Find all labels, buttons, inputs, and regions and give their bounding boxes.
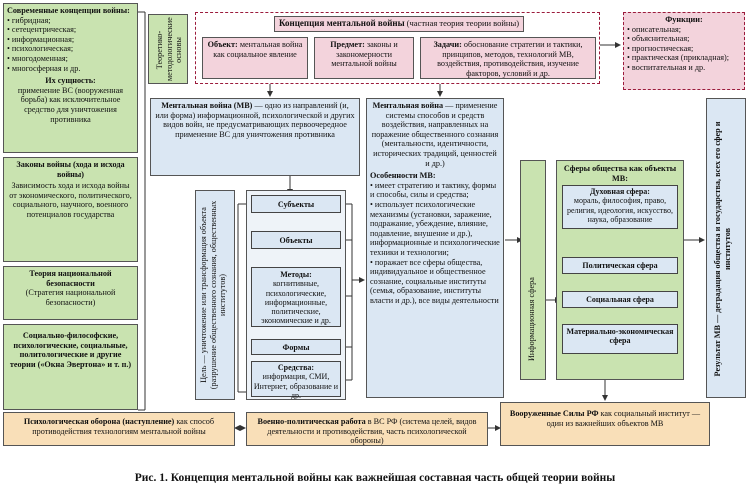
military-work-title: Военно-политическая работа bbox=[257, 417, 366, 426]
mv-definition-text: — одно из направлений (и, или форма) инф… bbox=[155, 101, 355, 139]
methods-box: Методы: когнитивные, психологические, ин… bbox=[251, 267, 341, 327]
laws-box: Законы войны (хода и исхода войны) Завис… bbox=[3, 157, 138, 262]
functions-box: Функции: описательная; объяснительная; п… bbox=[623, 12, 745, 90]
essence-text: применение ВС (вооруженная борьба) как и… bbox=[17, 85, 124, 124]
subject-text: законы и закономерности ментальной войны bbox=[331, 40, 398, 69]
mv-definition-title: Ментальная война (МВ) bbox=[161, 101, 253, 110]
objects-box: Объекты bbox=[251, 231, 341, 249]
concept-title: Концепция ментальной войны bbox=[278, 18, 405, 28]
mv-definition-box: Ментальная война (МВ) — одно из направле… bbox=[150, 98, 360, 176]
list-item: психологическая; bbox=[7, 44, 134, 54]
spiritual-sphere-box: Духовная сфера: мораль, философия, право… bbox=[562, 185, 678, 229]
essence-title: Их сущность: bbox=[45, 76, 96, 86]
means-text: информация, СМИ, Интернет, образование и… bbox=[253, 372, 339, 400]
tasks-label: Задачи: bbox=[433, 40, 462, 49]
object-text: ментальная война как социальное явление bbox=[213, 40, 303, 59]
armed-forces-box: Вооруженные Силы РФ как социальный инсти… bbox=[500, 402, 710, 446]
figure-caption: Рис. 1. Концепция ментальной войны как в… bbox=[134, 472, 616, 484]
laws-text: Зависимость хода и исхода войны от эконо… bbox=[9, 181, 132, 219]
methods-text: когнитивные, психологические, информацио… bbox=[261, 279, 331, 326]
functions-title: Функции: bbox=[665, 15, 703, 24]
features-list: имеет стратегию и тактику, формы и спосо… bbox=[370, 181, 500, 306]
concept-object-box: Объект: ментальная война как социальное … bbox=[202, 37, 308, 79]
spiritual-text: мораль, философия, право, религия, идеол… bbox=[566, 196, 674, 224]
mv-center-title: Ментальная война bbox=[372, 101, 444, 110]
security-box: Теория национальной безопасности (Страте… bbox=[3, 266, 138, 320]
spiritual-title: Духовная сфера: bbox=[590, 187, 650, 196]
political-sphere-box: Политическая сфера bbox=[562, 257, 678, 274]
list-item: гибридная; bbox=[7, 16, 134, 26]
forms-box: Формы bbox=[251, 339, 341, 355]
list-item: воспитательная и др. bbox=[627, 63, 741, 73]
psych-defense-title: Психологическая оборона (наступление) bbox=[23, 417, 175, 426]
tasks-text: обоснование стратегии и тактики, принцип… bbox=[437, 40, 583, 78]
concept-title-box: Концепция ментальной войны (частная теор… bbox=[274, 16, 524, 32]
means-box: Средства: информация, СМИ, Интернет, обр… bbox=[251, 361, 341, 400]
security-text: (Стратегия национальной безопасности) bbox=[25, 288, 116, 307]
psych-defense-text: как способ противодействия технологиям м… bbox=[32, 417, 215, 436]
subject-label: Предмет: bbox=[330, 40, 365, 49]
list-item: имеет стратегию и тактику, формы и спосо… bbox=[370, 181, 500, 200]
list-item: объяснительная; bbox=[627, 34, 741, 44]
concept-subtitle: (частная теория теории войны) bbox=[406, 18, 520, 28]
theory-basis-text: Теоретико-методологические основы bbox=[155, 17, 184, 81]
social-theories-text: Социально-философские, психологические, … bbox=[9, 331, 132, 369]
list-item: многодоменная; bbox=[7, 54, 134, 64]
concept-subject-box: Предмет: законы и закономерности менталь… bbox=[314, 37, 414, 79]
result-box: Результат МВ — деградация общества и гос… bbox=[706, 98, 746, 398]
military-work-text: в ВС РФ (система целей, видов деятельнос… bbox=[267, 417, 477, 446]
functions-list: описательная; объяснительная; прогностич… bbox=[627, 25, 741, 73]
goal-text: Цель — уничтожение или трансформация объ… bbox=[199, 200, 228, 390]
info-sphere-text: Информационная сфера bbox=[527, 277, 536, 361]
methods-title: Методы: bbox=[280, 270, 312, 279]
military-work-box: Военно-политическая работа в ВС РФ (сист… bbox=[246, 412, 488, 446]
means-title: Средства: bbox=[277, 363, 315, 372]
modern-concepts-list: гибридная; сетецентрическая; информацион… bbox=[7, 16, 134, 74]
list-item: поражает все сферы общества, индивидуаль… bbox=[370, 258, 500, 306]
list-item: использует психологические механизмы (ус… bbox=[370, 200, 500, 258]
list-item: описательная; bbox=[627, 25, 741, 35]
list-item: сетецентрическая; bbox=[7, 25, 134, 35]
social-sphere-box: Социальная сфера bbox=[562, 291, 678, 308]
goal-box: Цель — уничтожение или трансформация объ… bbox=[195, 190, 235, 400]
laws-title: Законы войны (хода и исхода войны) bbox=[16, 160, 125, 179]
info-sphere-box: Информационная сфера bbox=[520, 160, 546, 380]
mv-center-text: — применение системы способов и средств … bbox=[371, 101, 499, 168]
list-item: практическая (прикладная); bbox=[627, 53, 741, 63]
list-item: прогностическая; bbox=[627, 44, 741, 54]
theory-basis-box: Теоретико-методологические основы bbox=[148, 14, 188, 84]
psych-defense-box: Психологическая оборона (наступление) ка… bbox=[3, 412, 235, 446]
features-title: Особенности МВ: bbox=[370, 171, 436, 181]
armed-forces-text: как социальный институт — один из важней… bbox=[546, 409, 701, 428]
armed-forces-title: Вооруженные Силы РФ bbox=[509, 409, 599, 418]
spheres-title: Сферы общества как объекты МВ: bbox=[563, 164, 677, 183]
concept-frame: Концепция ментальной войны (частная теор… bbox=[195, 12, 600, 84]
concept-tasks-box: Задачи: обоснование стратегии и тактики,… bbox=[420, 37, 596, 79]
object-label: Объект: bbox=[207, 40, 238, 49]
social-theories-box: Социально-философские, психологические, … bbox=[3, 324, 138, 410]
economic-sphere-box: Материально-экономическая сфера bbox=[562, 324, 678, 354]
subjects-box: Субъекты bbox=[251, 195, 341, 213]
chain-frame: Субъекты Объекты Методы: когнитивные, пс… bbox=[246, 190, 346, 400]
result-text: Результат МВ — деградация общества и гос… bbox=[713, 121, 732, 377]
spheres-frame: Сферы общества как объекты МВ: Духовная … bbox=[556, 160, 684, 380]
list-item: многосферная и др. bbox=[7, 64, 134, 74]
security-title: Теория национальной безопасности bbox=[29, 269, 112, 288]
list-item: информационная; bbox=[7, 35, 134, 45]
modern-concepts-title: Современные концепции войны: bbox=[7, 6, 130, 15]
modern-concepts-box: Современные концепции войны: гибридная; … bbox=[3, 3, 138, 153]
mv-center-box: Ментальная война — применение системы сп… bbox=[366, 98, 504, 398]
